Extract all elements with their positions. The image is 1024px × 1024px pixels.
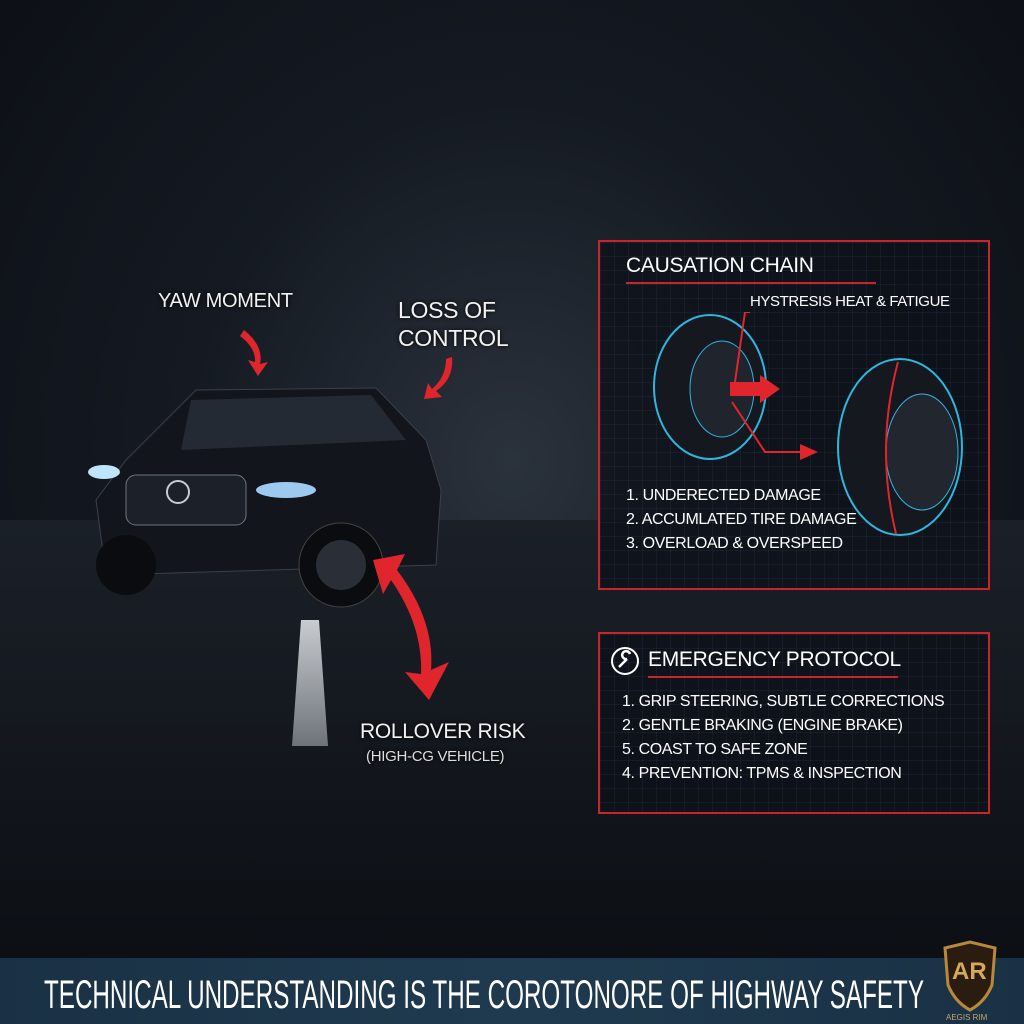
banner-text: TECHNICAL UNDERSTANDING IS THE COROTONOR…: [44, 973, 924, 1016]
emergency-protocol-panel: EMERGENCY PROTOCOL 1. GRIP STEERING, SUB…: [598, 632, 990, 814]
title-underline: [648, 676, 898, 678]
wrench-icon: [611, 647, 639, 675]
hysteresis-callout: HYSTRESIS HEAT & FATIGUE: [750, 293, 950, 310]
emergency-item: 1. GRIP STEERING, SUBTLE CORRECTIONS: [622, 693, 945, 710]
emergency-title: EMERGENCY PROTOCOL: [648, 648, 901, 671]
logo-name: AEGIS RIM: [946, 1013, 988, 1022]
title-underline: [626, 282, 876, 284]
rollover-risk-label: ROLLOVER RISK: [360, 720, 526, 743]
tire-diagram: [653, 312, 963, 536]
causation-item: 1. UNDERECTED DAMAGE: [626, 487, 821, 504]
loss-line-1: LOSS OF: [398, 297, 496, 323]
causation-item: 2. ACCUMLATED TIRE DAMAGE: [626, 511, 857, 528]
emergency-item: 2. GENTLE BRAKING (ENGINE BRAKE): [622, 717, 903, 734]
aegis-rim-logo: AR AEGIS RIM: [940, 940, 1000, 1024]
emergency-item: 5. COAST TO SAFE ZONE: [622, 741, 808, 758]
rollover-arrow-icon: [373, 554, 449, 700]
emergency-item: 4. PREVENTION: TPMS & INSPECTION: [622, 765, 902, 782]
loss-arrow-icon: [424, 357, 453, 399]
emergency-list: 1. GRIP STEERING, SUBTLE CORRECTIONS 2. …: [622, 690, 945, 786]
causation-title: CAUSATION CHAIN: [626, 254, 814, 277]
banner-text-wrap: TECHNICAL UNDERSTANDING IS THE COROTONOR…: [44, 973, 924, 1016]
high-cg-label: (HIGH-CG VEHICLE): [366, 748, 505, 765]
bottom-banner: TECHNICAL UNDERSTANDING IS THE COROTONOR…: [0, 958, 1024, 1024]
loss-line-2: CONTROL: [398, 325, 509, 351]
logo-letters: AR: [952, 958, 987, 985]
suv-illustration: [88, 387, 442, 608]
yaw-moment-label: YAW MOMENT: [158, 290, 293, 312]
yaw-arrow-icon: [240, 330, 268, 376]
causation-list: 1. UNDERECTED DAMAGE 2. ACCUMLATED TIRE …: [626, 484, 857, 556]
causation-chain-panel: CAUSATION CHAIN HYSTRESIS HEAT & FATIGUE…: [598, 240, 990, 590]
causation-item: 3. OVERLOAD & OVERSPEED: [626, 535, 843, 552]
